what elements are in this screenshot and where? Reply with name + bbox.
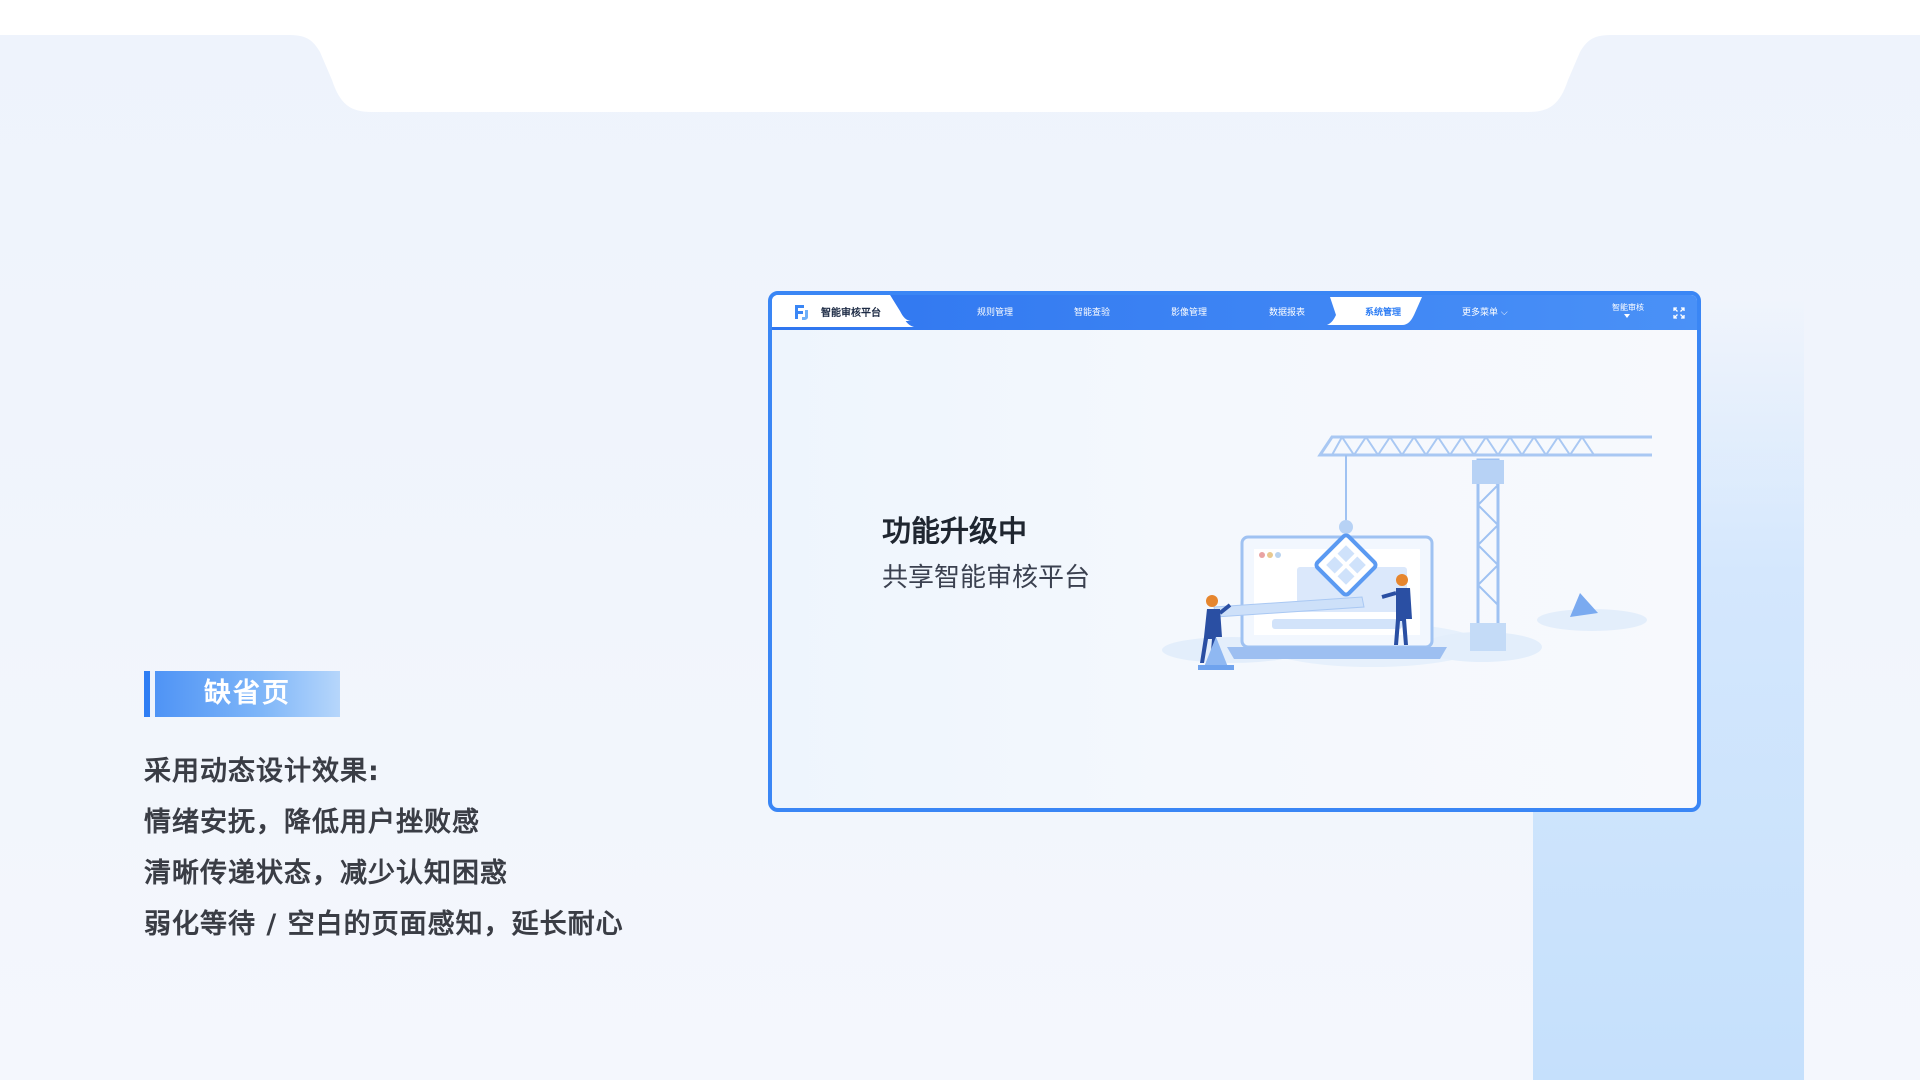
chevron-down-icon [1624,314,1630,318]
menu-item-images[interactable]: 影像管理 [1171,308,1208,318]
platform-mockup-window: 智能审核平台 规则管理 智能查验 影像管理 数据报表 系统管理 更多菜单 ⌵ 智… [768,291,1701,812]
logo-icon [795,305,808,320]
description-line: 采用动态设计效果: [144,756,380,787]
top-tab-decoration [0,0,1920,112]
description-line: 情绪安抚，降低用户挫败感 [144,807,480,838]
section-tag-label: 缺省页 [204,678,291,709]
brand-name: 智能审核平台 [821,308,881,319]
user-menu[interactable]: 智能审核 [1612,303,1644,312]
description-line: 弱化等待 / 空白的页面感知，延长耐心 [144,909,624,940]
menu-item-reports[interactable]: 数据报表 [1269,308,1306,318]
page-subtitle: 共享智能审核平台 [882,563,1091,593]
section-tag: 缺省页 [144,671,340,717]
fullscreen-icon[interactable] [1673,307,1685,319]
section-description: 采用动态设计效果: 情绪安抚，降低用户挫败感 清晰传递状态，减少认知困惑 弱化等… [144,752,624,956]
navbar-background [772,295,1697,330]
menu-item-inspection[interactable]: 智能查验 [1074,308,1111,318]
menu-item-more[interactable]: 更多菜单 ⌵ [1462,308,1508,318]
top-navbar: 智能审核平台 规则管理 智能查验 影像管理 数据报表 系统管理 更多菜单 ⌵ 智… [772,295,1697,330]
page-title: 功能升级中 [882,514,1028,548]
description-line: 清晰传递状态，减少认知困惑 [144,858,508,889]
menu-item-rules[interactable]: 规则管理 [977,308,1014,318]
crane-illustration-icon [1162,435,1652,670]
menu-item-system[interactable]: 系统管理 [1365,308,1402,318]
